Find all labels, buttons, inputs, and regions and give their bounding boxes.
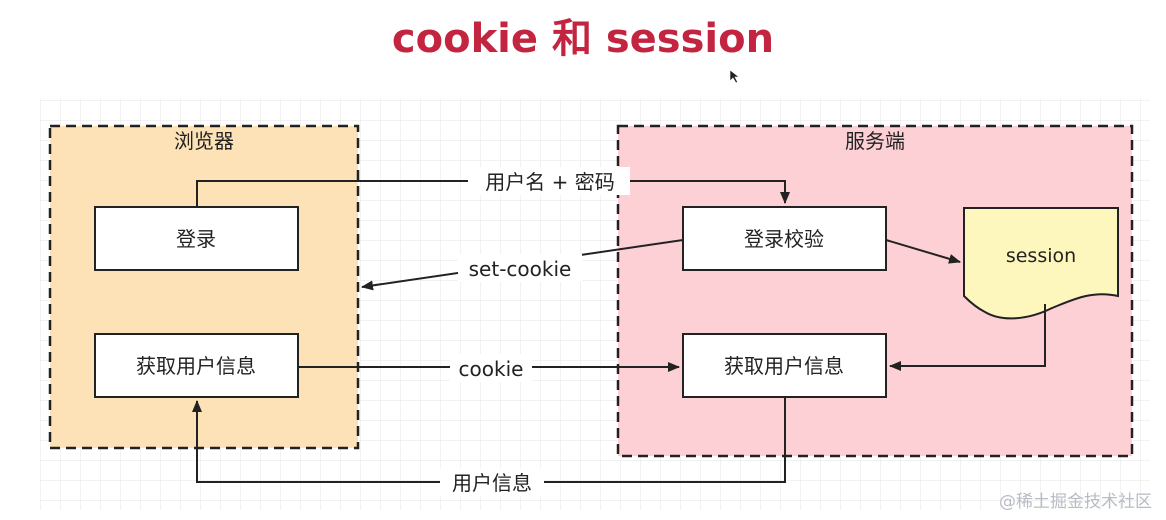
credentials-label-bg [468,167,630,195]
cookie-label: cookie [459,357,524,381]
session-label: session [1006,245,1076,267]
diagram-title: cookie 和 session [391,16,775,62]
session-to-info-edge [889,304,1046,371]
cookie-label-bg [450,354,532,382]
server-get-info-node[interactable] [682,333,887,398]
set-cookie-label: set-cookie [469,257,572,281]
session-document[interactable] [963,207,1119,320]
server-get-info-label: 获取用户信息 [724,354,844,378]
browser-get-info-node[interactable] [94,333,299,398]
cursor-icon [729,69,740,84]
set-cookie-label-bg [458,254,582,282]
watermark: @稀土掘金技术社区 [999,492,1152,512]
credentials-label: 用户名 + 密码 [485,170,614,194]
browser-get-info-label: 获取用户信息 [136,354,256,378]
browser-label: 浏览器 [174,129,234,153]
login-check-node[interactable] [682,206,887,271]
browser-container [48,124,360,450]
login-node-label: 登录 [176,227,216,251]
user-info-label: 用户信息 [452,471,532,495]
check-to-session-edge [885,239,961,264]
server-label: 服务端 [845,129,905,153]
login-check-label: 登录校验 [744,227,824,251]
user-info-label-bg [440,468,544,496]
